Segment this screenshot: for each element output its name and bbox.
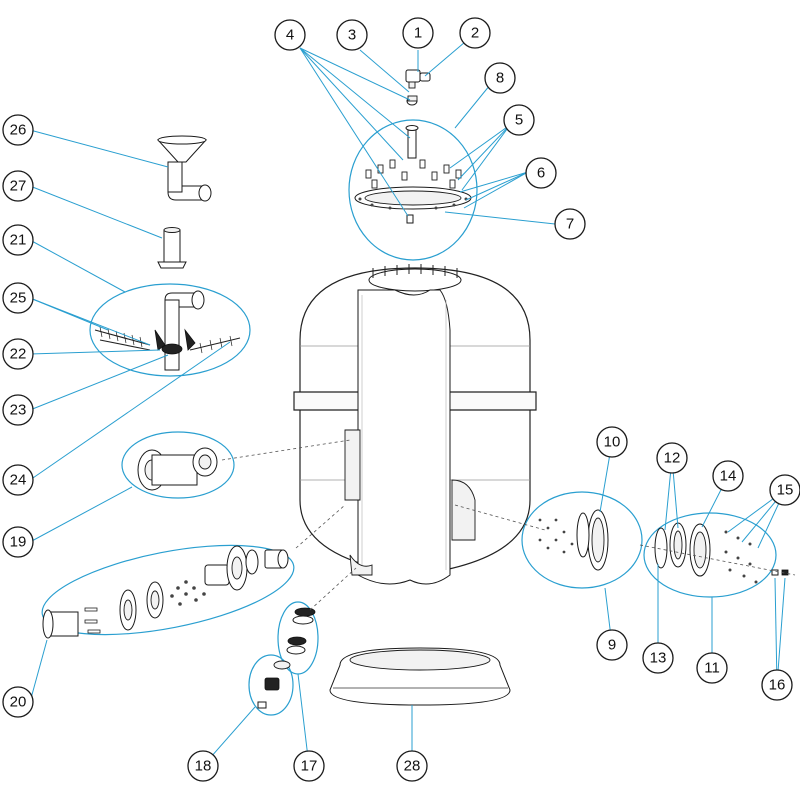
- valve-assembly-detail: [89, 283, 251, 377]
- callout-17: 17: [293, 750, 325, 782]
- callout-18: 18: [187, 750, 219, 782]
- funnel-pipe-part: [156, 135, 212, 202]
- callout-14: 14: [712, 460, 744, 492]
- callout-label: 19: [10, 534, 27, 551]
- callout-label: 20: [10, 694, 27, 711]
- callout-13: 13: [642, 642, 674, 674]
- callout-9: 9: [596, 629, 628, 661]
- callout-7: 7: [554, 208, 586, 240]
- callout-19: 19: [2, 526, 34, 558]
- callout-label: 21: [10, 232, 27, 249]
- callout-label: 12: [664, 450, 681, 467]
- callout-label: 23: [10, 402, 27, 419]
- pipe-section-part: [157, 227, 187, 269]
- callout-label: 26: [10, 122, 27, 139]
- callout-label: 27: [10, 178, 27, 195]
- callout-label: 28: [404, 758, 421, 775]
- bolt-part: [771, 569, 789, 576]
- callout-23: 23: [2, 394, 34, 426]
- callout-label: 25: [10, 290, 27, 307]
- drain-cap-assembly: [248, 654, 294, 716]
- callout-label: 22: [10, 346, 27, 363]
- callout-16: 16: [761, 669, 793, 701]
- pressure-gauge-part: [405, 69, 431, 106]
- callout-11: 11: [696, 652, 728, 684]
- callout-label: 2: [471, 25, 479, 42]
- callout-10: 10: [596, 426, 628, 458]
- callout-28: 28: [396, 750, 428, 782]
- callout-26: 26: [2, 114, 34, 146]
- callout-label: 11: [704, 660, 720, 677]
- callout-label: 4: [286, 27, 294, 44]
- callout-15: 15: [769, 474, 800, 506]
- callout-label: 17: [301, 758, 318, 775]
- callout-22: 22: [2, 338, 34, 370]
- callout-2: 2: [459, 17, 491, 49]
- callout-label: 18: [195, 758, 212, 775]
- callout-label: 8: [496, 70, 504, 87]
- callout-21: 21: [2, 224, 34, 256]
- callout-label: 5: [515, 112, 523, 129]
- callout-24: 24: [2, 464, 34, 496]
- lid-assembly-detail: [348, 119, 478, 261]
- assembly-guides: [221, 439, 796, 611]
- filter-tank: [293, 264, 537, 585]
- callout-12: 12: [656, 442, 688, 474]
- side-valve-detail: [121, 431, 235, 499]
- tank-base: [329, 647, 511, 706]
- callout-label: 7: [566, 216, 574, 233]
- callout-5: 5: [503, 104, 535, 136]
- callout-8: 8: [484, 62, 516, 94]
- callout-label: 24: [10, 472, 27, 489]
- callout-25: 25: [2, 282, 34, 314]
- callout-label: 15: [777, 482, 794, 499]
- sight-glass-detail: [521, 491, 643, 589]
- callout-label: 6: [537, 165, 545, 182]
- callout-4: 4: [274, 19, 306, 51]
- callout-label: 10: [604, 434, 621, 451]
- callout-label: 13: [650, 650, 667, 667]
- callout-label: 14: [720, 468, 737, 485]
- outlet-flange-detail: [41, 544, 295, 639]
- callout-20: 20: [2, 686, 34, 718]
- callout-27: 27: [2, 170, 34, 202]
- manhole-cover-detail: [643, 512, 777, 598]
- callout-label: 3: [348, 27, 356, 44]
- callout-label: 16: [769, 677, 786, 694]
- callout-1: 1: [402, 17, 434, 49]
- callout-label: 1: [414, 25, 422, 42]
- callout-label: 9: [608, 637, 616, 654]
- callout-3: 3: [336, 19, 368, 51]
- callout-6: 6: [525, 157, 557, 189]
